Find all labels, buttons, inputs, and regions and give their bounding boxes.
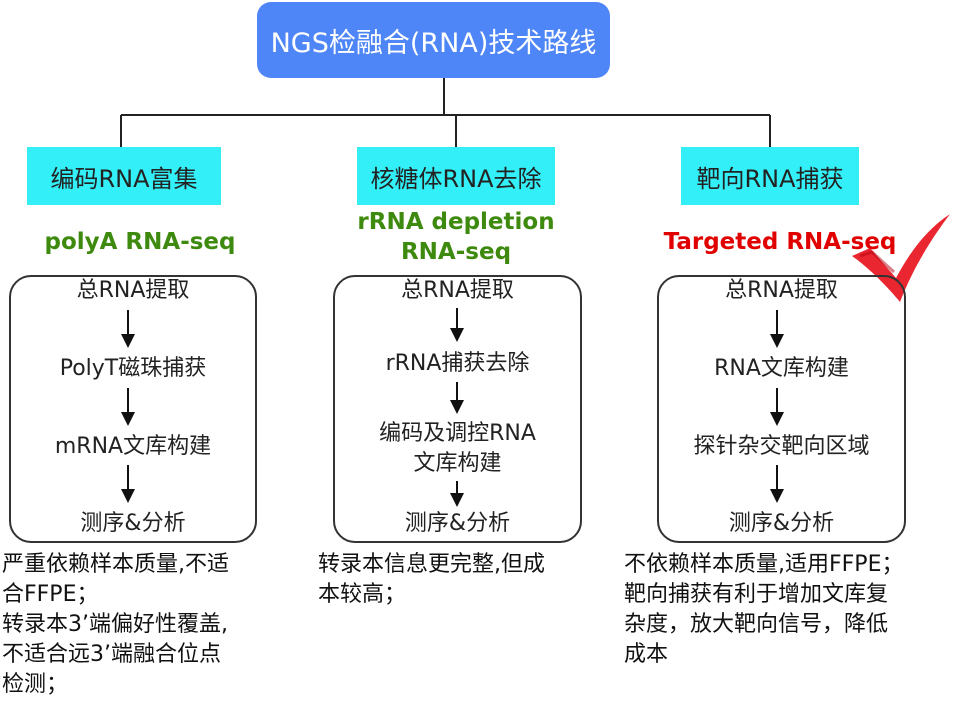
arrow-down-icon xyxy=(770,334,784,348)
root-title: NGS检融合(RNA)技术路线 xyxy=(270,27,597,59)
note-line: 转录本3’端偏好性覆盖, xyxy=(2,612,228,637)
arrow-down-icon xyxy=(121,489,135,503)
note-line: 不适合远3’端融合位点 xyxy=(2,642,221,667)
flow-step: mRNA文库构建 xyxy=(54,434,212,459)
category-targeted-capture: 靶向RNA捕获 xyxy=(681,147,859,205)
flow-step: 探针杂交靶向区域 xyxy=(693,434,870,459)
flow-box-polya xyxy=(9,275,257,543)
arrow-stem xyxy=(127,310,129,336)
flow-step: RNA文库构建 xyxy=(714,356,849,381)
method-targeted: Targeted RNA-seq xyxy=(640,227,920,257)
method-label: Targeted RNA-seq xyxy=(663,229,897,255)
note-line: 转录本信息更完整,但成 xyxy=(318,552,545,577)
arrow-down-icon xyxy=(450,493,464,507)
category-rrna-depletion: 核糖体RNA去除 xyxy=(357,147,555,205)
arrow-down-icon xyxy=(450,328,464,342)
method-label-line1: rRNA depletion xyxy=(357,209,555,235)
note-line: 检测； xyxy=(2,672,69,697)
flow-step: PolyT磁珠捕获 xyxy=(59,356,207,381)
arrow-stem xyxy=(776,388,778,414)
arrow-down-icon xyxy=(770,412,784,426)
arrow-down-icon xyxy=(770,489,784,503)
arrow-stem xyxy=(776,310,778,336)
note-line: 不依赖样本质量,适用FFPE； xyxy=(624,552,904,577)
flow-step: 总RNA提取 xyxy=(401,278,514,303)
note-rrna: 转录本信息更完整,但成 本较高； xyxy=(318,550,618,610)
flow-step: 测序&分析 xyxy=(728,511,835,536)
flow-step: 文库构建 xyxy=(413,451,502,476)
category-label: 编码RNA富集 xyxy=(50,164,198,193)
note-line: 合FFPE； xyxy=(2,582,99,607)
note-targeted: 不依赖样本质量,适用FFPE； 靶向捕获有利于增加文库复 杂度，放大靶向信号，降… xyxy=(624,550,956,670)
category-coding-rna: 编码RNA富集 xyxy=(27,147,221,205)
flow-step: rRNA捕获去除 xyxy=(385,351,530,376)
category-label: 靶向RNA捕获 xyxy=(696,164,844,193)
flow-step: 测序&分析 xyxy=(80,511,186,536)
arrow-stem xyxy=(456,382,458,402)
root-title-box: NGS检融合(RNA)技术路线 xyxy=(257,2,610,78)
method-label: polyA RNA-seq xyxy=(44,229,236,255)
note-line: 本较高； xyxy=(318,582,407,607)
flow-step: 总RNA提取 xyxy=(725,278,838,303)
flow-box-targeted xyxy=(657,275,906,543)
method-rrna-depletion: rRNA depletion RNA-seq xyxy=(330,207,582,267)
flow-step: 测序&分析 xyxy=(404,511,511,536)
note-line: 严重依赖样本质量,不适 xyxy=(2,552,229,577)
note-line: 靶向捕获有利于增加文库复 xyxy=(624,582,889,607)
arrow-stem xyxy=(776,465,778,491)
arrow-down-icon xyxy=(450,400,464,414)
arrow-stem xyxy=(127,388,129,414)
flow-step: 编码及调控RNA xyxy=(379,421,536,446)
arrow-stem xyxy=(127,465,129,491)
flow-box-rrna xyxy=(333,275,582,543)
arrow-down-icon xyxy=(121,412,135,426)
arrow-stem xyxy=(456,481,458,495)
arrow-stem xyxy=(456,308,458,330)
note-line: 成本 xyxy=(624,642,669,667)
note-line: 杂度，放大靶向信号，降低 xyxy=(624,612,889,637)
method-polya: polyA RNA-seq xyxy=(20,227,260,257)
category-label: 核糖体RNA去除 xyxy=(370,164,542,193)
flow-step: 总RNA提取 xyxy=(76,278,190,303)
method-label-line2: RNA-seq xyxy=(400,239,512,265)
arrow-down-icon xyxy=(121,334,135,348)
note-polya: 严重依赖样本质量,不适 合FFPE； 转录本3’端偏好性覆盖, 不适合远3’端融… xyxy=(2,550,302,700)
checkmark-icon xyxy=(852,214,950,302)
